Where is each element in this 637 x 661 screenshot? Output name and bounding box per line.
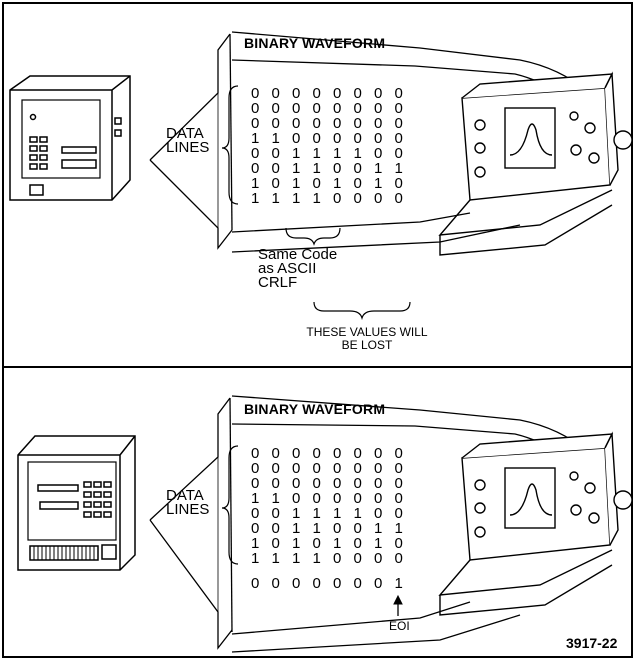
bit-value: 0 <box>354 551 362 567</box>
bit-value: 0 <box>333 576 341 592</box>
bit-value: 1 <box>251 191 259 207</box>
controller-computer-2-icon <box>18 436 135 570</box>
same-code-brace <box>286 228 340 244</box>
figure-reference-number: 3917-22 <box>566 636 617 650</box>
bit-value: 0 <box>292 576 300 592</box>
eoi-label: EOI <box>389 620 410 632</box>
bit-value: 0 <box>374 551 382 567</box>
data-lines-label-line: LINES <box>166 503 209 517</box>
bit-value: 0 <box>374 191 382 207</box>
same-code-note-line: CRLF <box>258 276 337 290</box>
data-lines-brace <box>222 86 238 204</box>
bit-value: 1 <box>292 551 300 567</box>
eoi-arrow <box>394 596 402 616</box>
data-lines-label-line: LINES <box>166 141 209 155</box>
bit-value: 1 <box>292 191 300 207</box>
bit-value: 0 <box>251 576 259 592</box>
bit-value: 0 <box>272 576 280 592</box>
binary-waveform-title-2: BINARY WAVEFORM <box>244 402 385 416</box>
bit-value: 0 <box>354 576 362 592</box>
bit-value: 0 <box>354 191 362 207</box>
controller-computer-icon <box>10 76 130 200</box>
data-lines-label-2: DATA LINES <box>166 489 209 517</box>
bit-value: 1 <box>251 551 259 567</box>
lost-values-brace <box>314 302 410 318</box>
binary-waveform-title: BINARY WAVEFORM <box>244 36 385 50</box>
bit-value: 1 <box>272 551 280 567</box>
data-lines-label: DATA LINES <box>166 127 209 155</box>
bit-value: 0 <box>333 551 341 567</box>
bit-value: 1 <box>395 576 403 592</box>
lost-values-note: THESE VALUES WILL BE LOST <box>302 326 432 352</box>
bit-value: 0 <box>313 576 321 592</box>
bit-value: 0 <box>374 576 382 592</box>
bit-value: 1 <box>272 191 280 207</box>
oscilloscope-2-icon <box>440 434 632 615</box>
lost-values-note-line: BE LOST <box>302 339 432 352</box>
bit-value: 1 <box>313 551 321 567</box>
bit-value: 1 <box>313 191 321 207</box>
bit-value: 0 <box>395 551 403 567</box>
oscilloscope-icon <box>440 74 632 255</box>
bit-value: 0 <box>333 191 341 207</box>
bit-value: 0 <box>395 191 403 207</box>
same-code-note: Same Code as ASCII CRLF <box>258 248 337 290</box>
